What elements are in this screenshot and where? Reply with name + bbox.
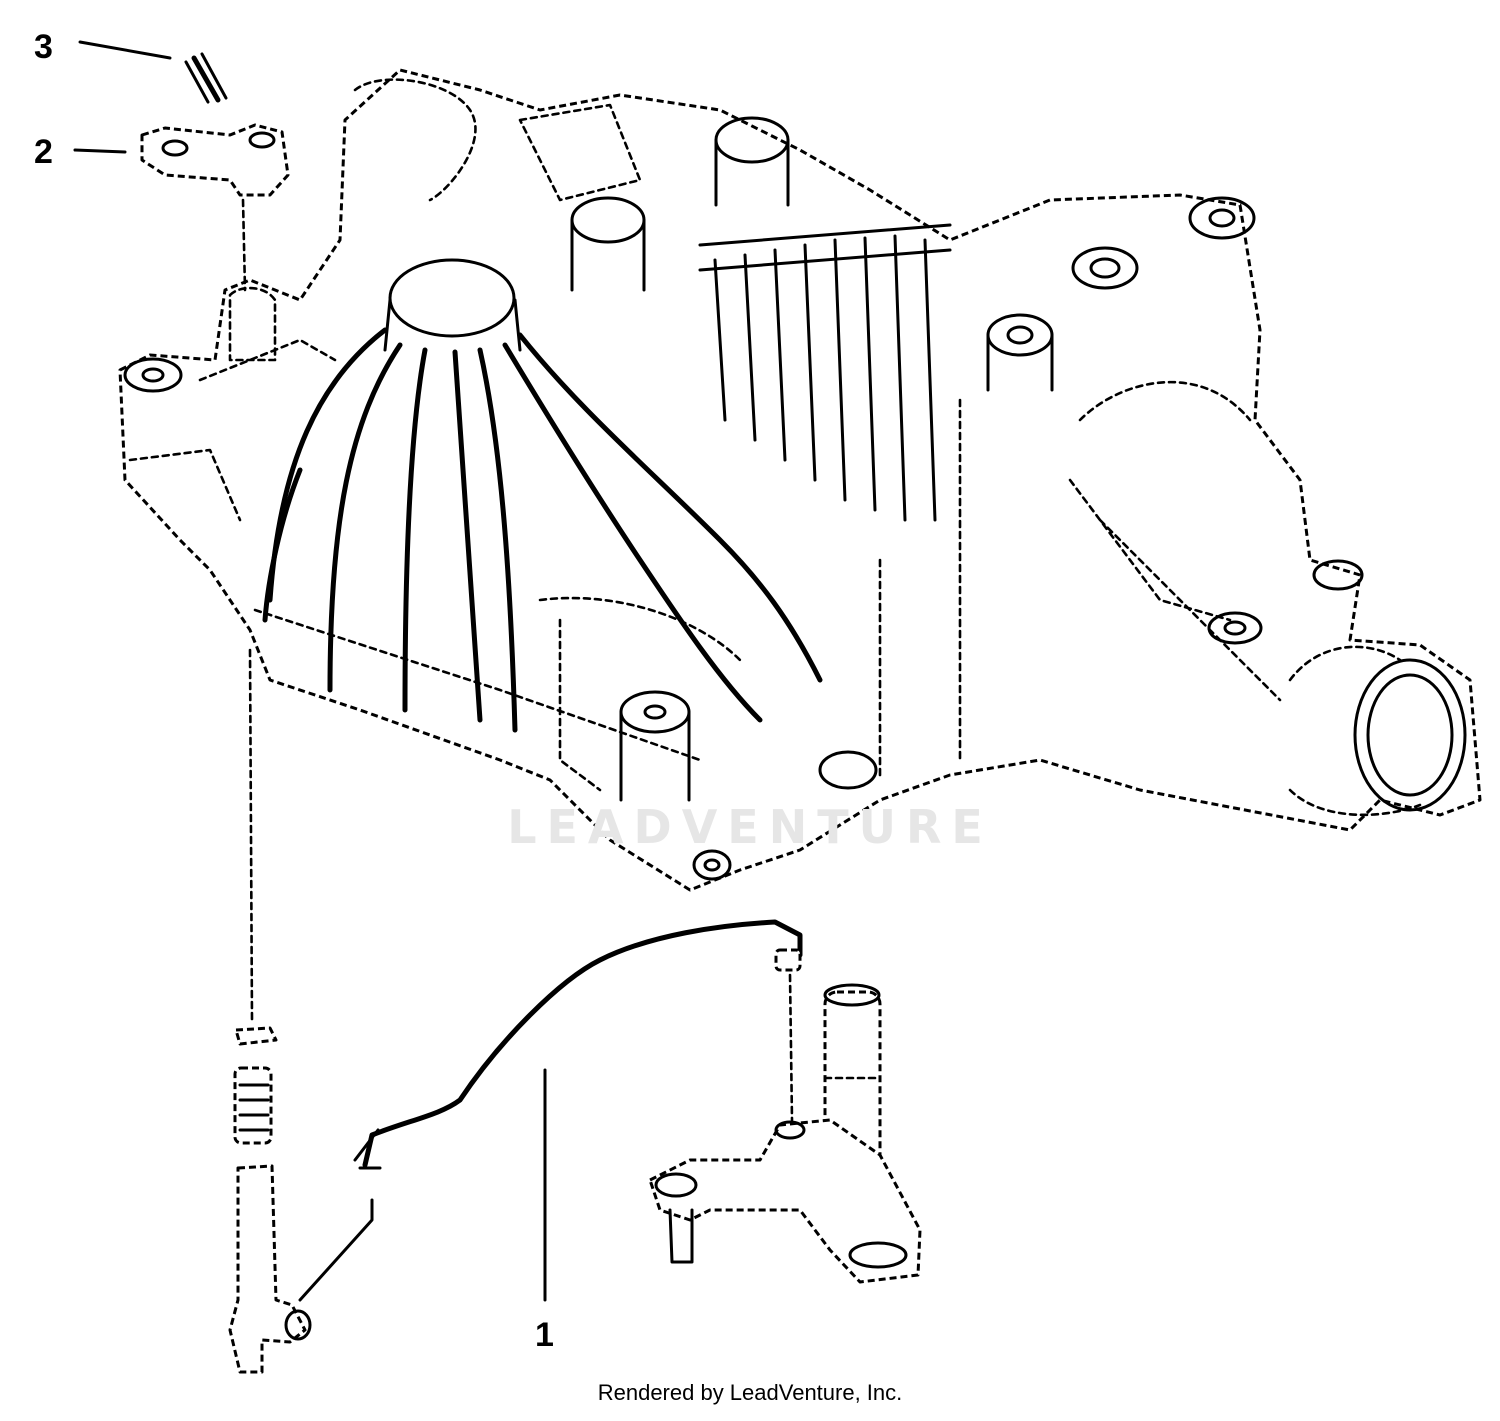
left-shaft-assembly [228, 1026, 374, 1374]
callout-1: 1 [535, 1316, 554, 1354]
callout-3: 3 [34, 28, 53, 66]
part-2-arm [73, 123, 290, 292]
render-credit: Rendered by LeadVenture, Inc. [597, 1380, 903, 1405]
part-1-rod [353, 919, 803, 1302]
assembly-centerline-left [248, 648, 254, 1022]
transmission-housing [118, 68, 1482, 892]
callout-2: 2 [34, 133, 53, 171]
bellcrank-assembly [648, 983, 922, 1284]
watermark-text: LEADVENTURE [507, 800, 993, 854]
part-3-roll-pin [78, 40, 228, 104]
